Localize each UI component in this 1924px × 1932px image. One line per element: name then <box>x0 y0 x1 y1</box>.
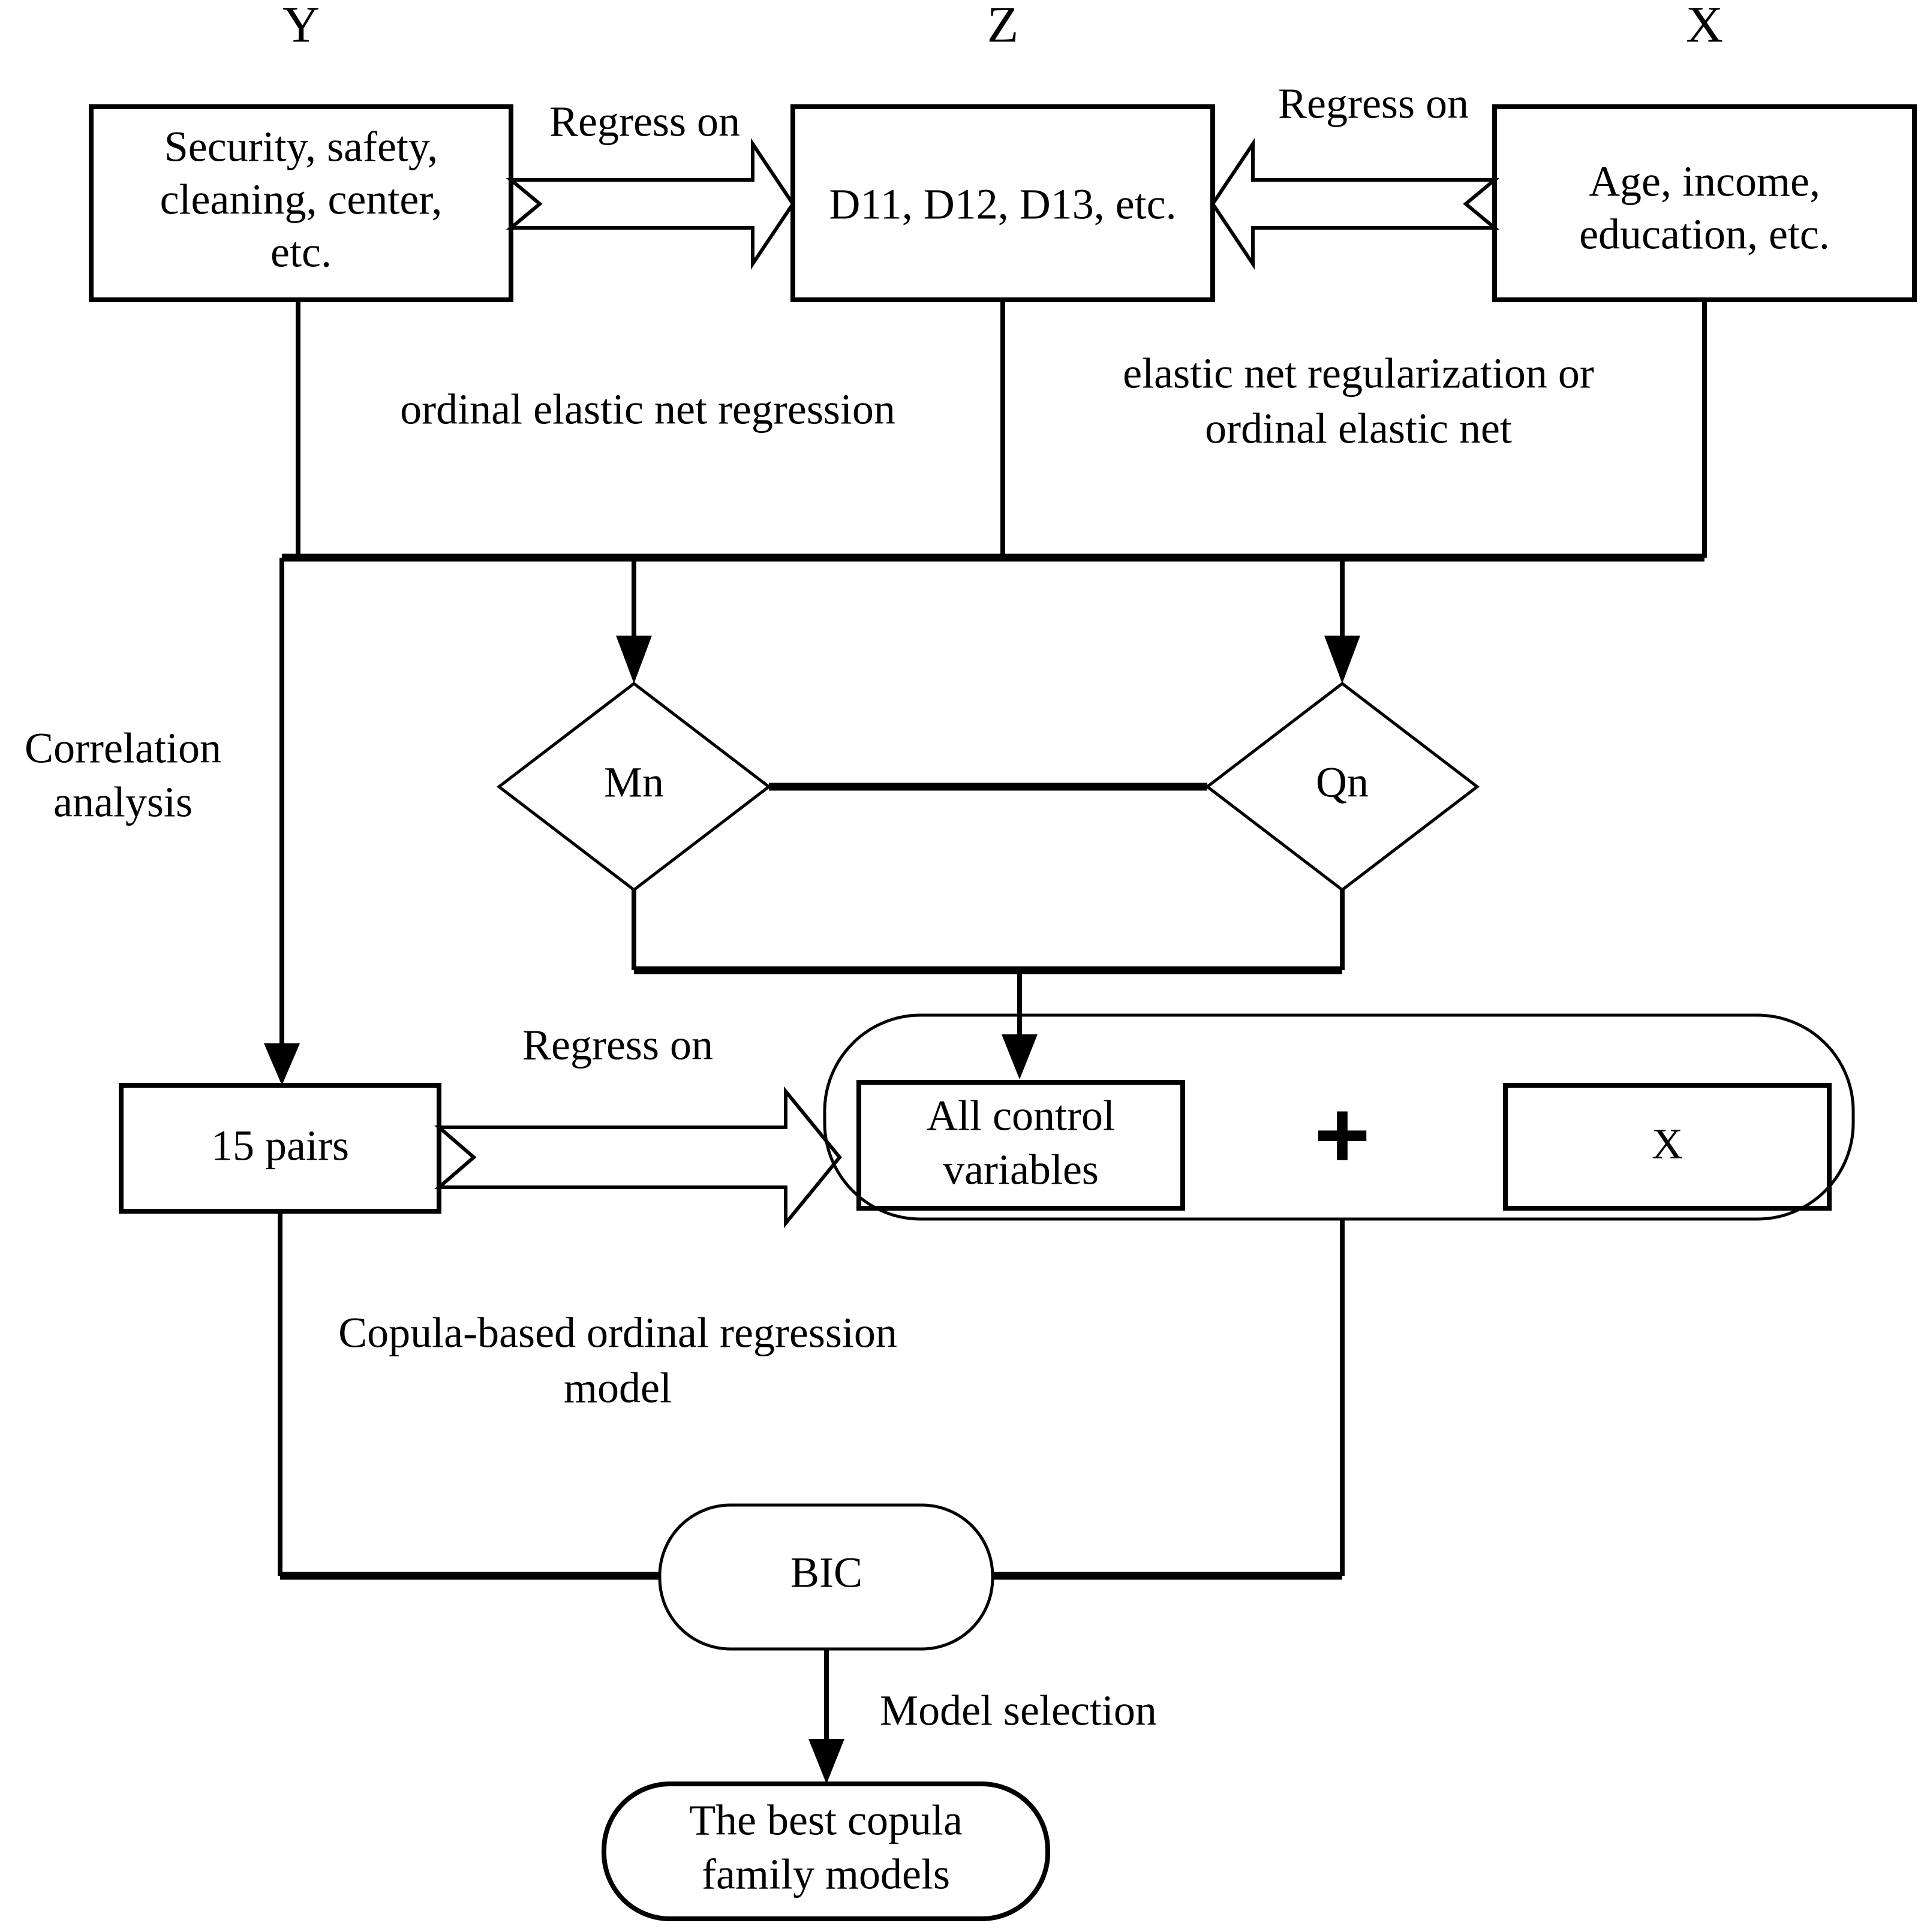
node-x-inner-box[interactable] <box>1503 1083 1832 1211</box>
node-final-result[interactable] <box>602 1781 1050 1921</box>
node-control-variables-box[interactable] <box>856 1080 1185 1211</box>
edge-label-regress-on-pairs: Regress on <box>522 1021 713 1069</box>
edge-label-regress-on-right: Regress on <box>1278 80 1469 128</box>
node-y-box-line1: Security, safety, <box>164 123 438 171</box>
arrowhead-to-pairs <box>264 1043 300 1085</box>
node-x-box-line1: Age, income, <box>1589 158 1820 206</box>
column-header-z: Z <box>987 0 1019 53</box>
node-bic-label: BIC <box>790 1549 862 1597</box>
block-arrow-y-to-z <box>506 138 795 270</box>
node-y-box-line2: cleaning, center, <box>160 176 443 224</box>
edge-label-correlation-line1: Correlation <box>25 724 221 772</box>
edge-label-regress-on-left: Regress on <box>549 98 740 146</box>
block-arrow-pairs-to-model <box>434 1086 842 1229</box>
node-x-box-line2: education, etc. <box>1579 210 1830 258</box>
node-pairs-box-label: 15 pairs <box>211 1122 349 1170</box>
edge-label-ordinal-elastic-net-regression: ordinal elastic net regression <box>400 386 895 434</box>
node-final-result-line2: family models <box>702 1850 950 1898</box>
node-y-box-line3: etc. <box>270 228 332 276</box>
node-final-result-line1: The best copula <box>689 1796 963 1844</box>
node-diamond-mn-label: Mn <box>604 759 664 806</box>
edge-label-elastic-net-line2: ordinal elastic net <box>1205 405 1512 453</box>
plus-sign: + <box>1314 1081 1370 1188</box>
column-header-x: X <box>1686 0 1723 53</box>
node-x-inner-box-label: X <box>1652 1120 1683 1168</box>
edge-label-copula-line1: Copula-based ordinal regression <box>338 1309 897 1357</box>
edge-label-correlation-line2: analysis <box>53 778 193 826</box>
node-control-variables-line2: variables <box>943 1146 1099 1194</box>
arrowhead-diamond-right <box>1324 636 1360 684</box>
block-arrow-x-to-z <box>1210 138 1500 270</box>
node-y-box[interactable] <box>89 104 513 302</box>
arrowhead-to-control-box <box>1002 1034 1038 1079</box>
arrowhead-diamond-left <box>616 636 652 684</box>
node-control-variables-line1: All control <box>927 1092 1115 1140</box>
edge-label-copula-line2: model <box>564 1364 672 1412</box>
arrowhead-to-final <box>808 1739 844 1784</box>
edge-label-model-selection: Model selection <box>880 1687 1157 1735</box>
column-header-y: Y <box>282 0 320 53</box>
edge-label-elastic-net-line1: elastic net regularization or <box>1123 350 1594 398</box>
model-group-container[interactable] <box>823 1013 1855 1221</box>
node-z-box-label: D11, D12, D13, etc. <box>829 180 1176 228</box>
node-diamond-qn-label: Qn <box>1316 759 1369 806</box>
